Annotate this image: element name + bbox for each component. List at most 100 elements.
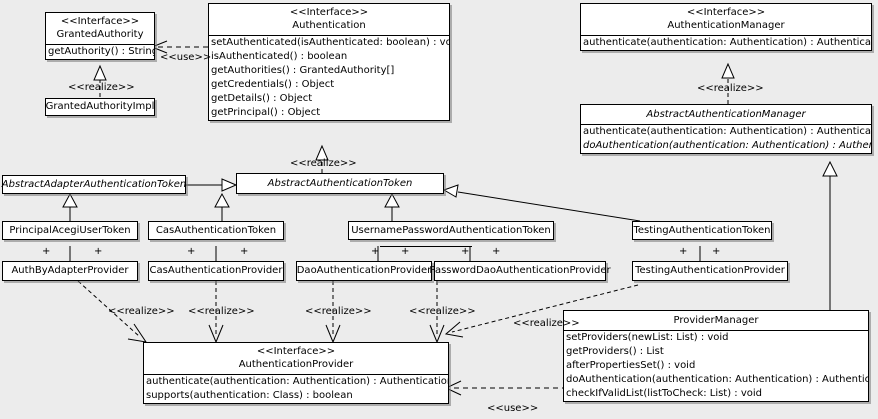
association-plus: + bbox=[240, 246, 249, 257]
class-name: UsernamePasswordAuthenticationToken bbox=[351, 224, 551, 236]
edge-testingtoken-gen bbox=[442, 184, 641, 222]
class-authentication-manager[interactable]: <<Interface>> AuthenticationManager auth… bbox=[580, 3, 872, 51]
operation: getCredentials() : Object bbox=[211, 79, 335, 90]
edge-label-realize: <<realize>> bbox=[305, 306, 372, 317]
class-testing-authentication-provider[interactable]: TestingAuthenticationProvider bbox=[632, 261, 788, 281]
operation: getAuthorities() : GrantedAuthority[] bbox=[211, 65, 395, 76]
edge-label-realize: <<realize>> bbox=[188, 306, 255, 317]
class-header: <<Interface>> GrantedAuthority bbox=[46, 13, 154, 44]
class-name: AuthenticationManager bbox=[667, 20, 785, 31]
association-plus: + bbox=[712, 246, 721, 257]
class-name: GrantedAuthority bbox=[56, 29, 144, 40]
operation: supports(authentication: Class) : boolea… bbox=[146, 390, 353, 401]
class-granted-authority-impl[interactable]: GrantedAuthorityImpl bbox=[45, 98, 155, 116]
class-abstract-authentication-manager[interactable]: AbstractAuthenticationManager authentica… bbox=[580, 104, 872, 154]
edge-upat-gen bbox=[384, 192, 400, 221]
edge-adaptertoken-gen bbox=[186, 178, 238, 192]
association-plus: + bbox=[187, 246, 196, 257]
class-name: CasAuthenticationToken bbox=[155, 224, 277, 236]
association-plus: + bbox=[679, 246, 688, 257]
operation: getDetails() : Object bbox=[211, 93, 313, 104]
class-name: TestingAuthenticationProvider bbox=[635, 265, 785, 276]
operation: authenticate(authentication: Authenticat… bbox=[583, 37, 871, 48]
operation: doAuthentication(authentication: Authent… bbox=[583, 140, 871, 151]
operations-compartment: authenticate(authentication: Authenticat… bbox=[581, 36, 871, 50]
operations-compartment: authenticate(authentication: Authenticat… bbox=[144, 375, 448, 403]
operation: doAuthentication(authentication: Authent… bbox=[566, 374, 868, 385]
association-plus: + bbox=[401, 246, 410, 257]
class-abstract-authentication-token[interactable]: AbstractAuthenticationToken bbox=[236, 173, 444, 194]
class-name: TestingAuthenticationToken bbox=[633, 224, 771, 236]
edge-label-realize: <<realize>> bbox=[290, 158, 357, 169]
edge-label-use: <<use>> bbox=[487, 403, 539, 414]
stereotype: <<Interface>> bbox=[289, 7, 369, 18]
stereotype: <<Interface>> bbox=[256, 346, 336, 357]
class-header: <<Interface>> AuthenticationProvider bbox=[144, 343, 448, 374]
operation: getProviders() : List bbox=[566, 346, 664, 357]
class-name: DaoAuthenticationProvider bbox=[296, 265, 432, 276]
class-password-dao-authentication-provider[interactable]: PasswordDaoAuthenticationProvider bbox=[429, 261, 611, 281]
divider bbox=[209, 35, 449, 36]
association-plus: + bbox=[461, 246, 470, 257]
class-name: AuthByAdapterProvider bbox=[11, 265, 129, 276]
operation: authenticate(authentication: Authenticat… bbox=[146, 376, 448, 387]
operation: isAuthenticated() : boolean bbox=[211, 51, 348, 62]
class-name: PrincipalAcegiUserToken bbox=[9, 224, 131, 236]
divider bbox=[46, 44, 154, 45]
operations-compartment: authenticate(authentication: Authenticat… bbox=[581, 125, 871, 153]
operations-compartment: getAuthority() : String bbox=[46, 45, 154, 59]
class-header: AbstractAuthenticationManager bbox=[581, 105, 871, 124]
edge-castoken-gen bbox=[214, 192, 230, 221]
class-name: PasswordDaoAuthenticationProvider bbox=[429, 265, 611, 276]
class-auth-by-adapter-provider[interactable]: AuthByAdapterProvider bbox=[2, 261, 138, 281]
edge-label-realize: <<realize>> bbox=[697, 83, 764, 94]
class-cas-authentication-provider[interactable]: CasAuthenticationProvider bbox=[148, 261, 284, 281]
class-name: AbstractAuthenticationToken bbox=[267, 177, 413, 189]
class-abstract-adapter-authentication-token[interactable]: AbstractAdapterAuthenticationToken bbox=[2, 175, 186, 194]
divider bbox=[581, 124, 871, 125]
edge-label-realize: <<realize>> bbox=[108, 306, 175, 317]
class-header: <<Interface>> Authentication bbox=[209, 4, 449, 35]
edge-providermgr-extends-absmgr bbox=[822, 160, 838, 310]
class-username-password-authentication-token[interactable]: UsernamePasswordAuthenticationToken bbox=[348, 221, 554, 240]
class-name: AbstractAuthenticationManager bbox=[646, 109, 806, 120]
association-plus: + bbox=[371, 246, 380, 257]
class-header: ProviderManager bbox=[564, 311, 868, 330]
class-cas-authentication-token[interactable]: CasAuthenticationToken bbox=[148, 221, 284, 240]
class-authentication[interactable]: <<Interface>> Authentication setAuthenti… bbox=[208, 3, 450, 121]
assoc-bar bbox=[380, 246, 472, 247]
edge-label-realize: <<realize>> bbox=[409, 306, 476, 317]
divider bbox=[564, 330, 868, 331]
association-plus: + bbox=[42, 246, 51, 257]
operation: authenticate(authentication: Authenticat… bbox=[583, 126, 871, 137]
class-name: GrantedAuthorityImpl bbox=[45, 101, 155, 112]
class-name: CasAuthenticationProvider bbox=[149, 265, 283, 276]
class-name: Authentication bbox=[292, 20, 366, 31]
operation: checkIfValidList(listToCheck: List) : vo… bbox=[566, 388, 763, 399]
operation: setProviders(newList: List) : void bbox=[566, 332, 729, 343]
association-plus: + bbox=[94, 246, 103, 257]
operations-compartment: setAuthenticated(isAuthenticated: boolea… bbox=[209, 36, 449, 120]
class-name: AbstractAdapterAuthenticationToken bbox=[1, 178, 187, 190]
class-testing-authentication-token[interactable]: TestingAuthenticationToken bbox=[632, 221, 772, 240]
operation: setAuthenticated(isAuthenticated: boolea… bbox=[211, 37, 449, 48]
operation: getPrincipal() : Object bbox=[211, 107, 321, 118]
edge-label-realize: <<realize>> bbox=[68, 82, 135, 93]
divider bbox=[144, 374, 448, 375]
association-plus: + bbox=[492, 246, 501, 257]
class-header: <<Interface>> AuthenticationManager bbox=[581, 4, 871, 35]
class-granted-authority[interactable]: <<Interface>> GrantedAuthority getAuthor… bbox=[45, 12, 155, 60]
class-name: AuthenticationProvider bbox=[238, 359, 354, 370]
class-authentication-provider[interactable]: <<Interface>> AuthenticationProvider aut… bbox=[143, 342, 449, 404]
operation: afterPropertiesSet() : void bbox=[566, 360, 696, 371]
divider bbox=[581, 35, 871, 36]
class-dao-authentication-provider[interactable]: DaoAuthenticationProvider bbox=[296, 261, 432, 281]
edge-label-use: <<use>> bbox=[160, 52, 212, 63]
stereotype: <<Interface>> bbox=[686, 7, 766, 18]
operations-compartment: setProviders(newList: List) : void getPr… bbox=[564, 331, 868, 401]
class-provider-manager[interactable]: ProviderManager setProviders(newList: Li… bbox=[563, 310, 869, 402]
edge-label-realize: <<realize>> bbox=[513, 318, 580, 329]
class-name: ProviderManager bbox=[673, 315, 759, 326]
class-principal-acegi-user-token[interactable]: PrincipalAcegiUserToken bbox=[2, 221, 138, 240]
